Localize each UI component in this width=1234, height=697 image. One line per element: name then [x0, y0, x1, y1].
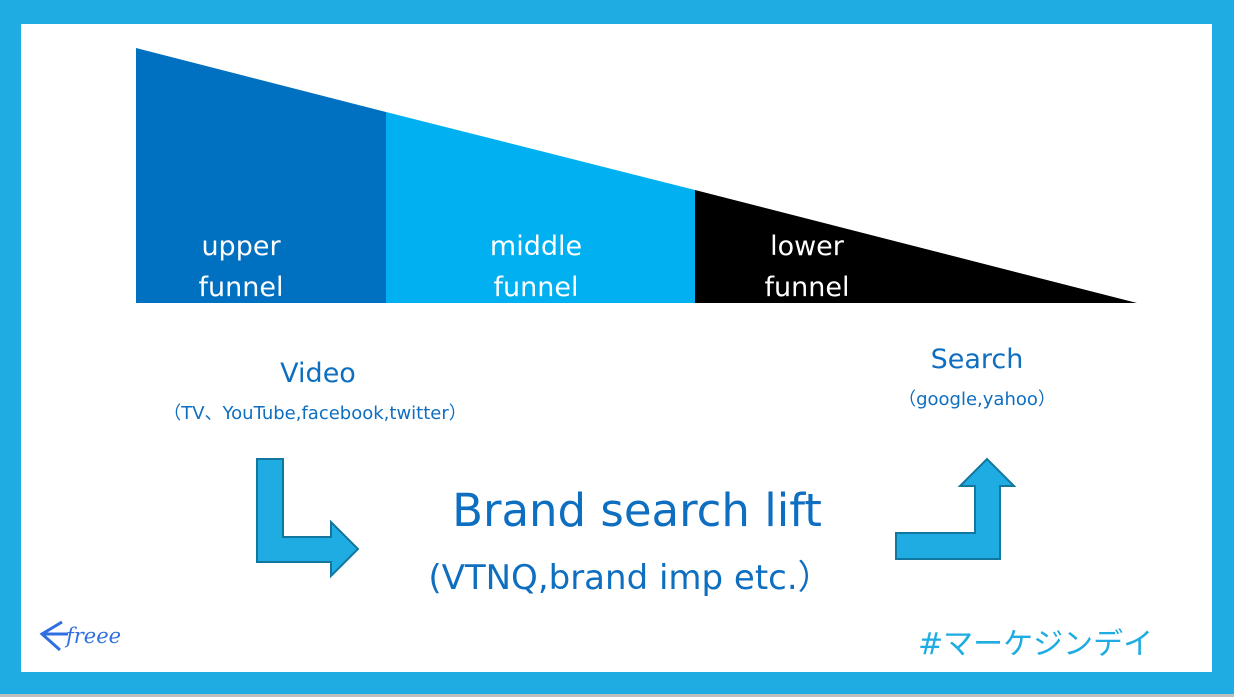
video-title: Video	[280, 358, 356, 389]
right-up-arrow-icon	[895, 457, 1017, 560]
center-title: Brand search lift	[452, 484, 822, 537]
freee-logo-icon	[39, 620, 68, 652]
down-right-arrow-icon	[256, 458, 360, 579]
upper-funnel-segment	[136, 48, 386, 303]
lower-funnel-line2: funnel	[764, 272, 850, 303]
upper-funnel-label: upper funnel	[166, 226, 316, 308]
middle-funnel-line2: funnel	[493, 272, 579, 303]
middle-funnel-line1: middle	[489, 231, 583, 262]
lower-funnel-segment	[695, 190, 1137, 303]
upper-funnel-line1: upper	[201, 231, 281, 262]
middle-funnel-segment	[386, 112, 695, 303]
lower-funnel-line1: lower	[770, 231, 844, 262]
center-subtitle: (VTNQ,brand imp etc.）	[428, 558, 832, 598]
middle-funnel-label: middle funnel	[461, 226, 611, 308]
freee-logo-text: freee	[66, 624, 122, 648]
bottom-divider	[0, 694, 1234, 697]
upper-funnel-line2: funnel	[198, 272, 284, 303]
hashtag: #マーケジンデイ	[918, 627, 1154, 662]
video-subtitle: （TV、YouTube,facebook,twitter）	[163, 403, 467, 424]
lower-funnel-label: lower funnel	[732, 226, 882, 308]
search-title: Search	[930, 344, 1024, 375]
search-subtitle: （google,yahoo）	[898, 389, 1056, 410]
